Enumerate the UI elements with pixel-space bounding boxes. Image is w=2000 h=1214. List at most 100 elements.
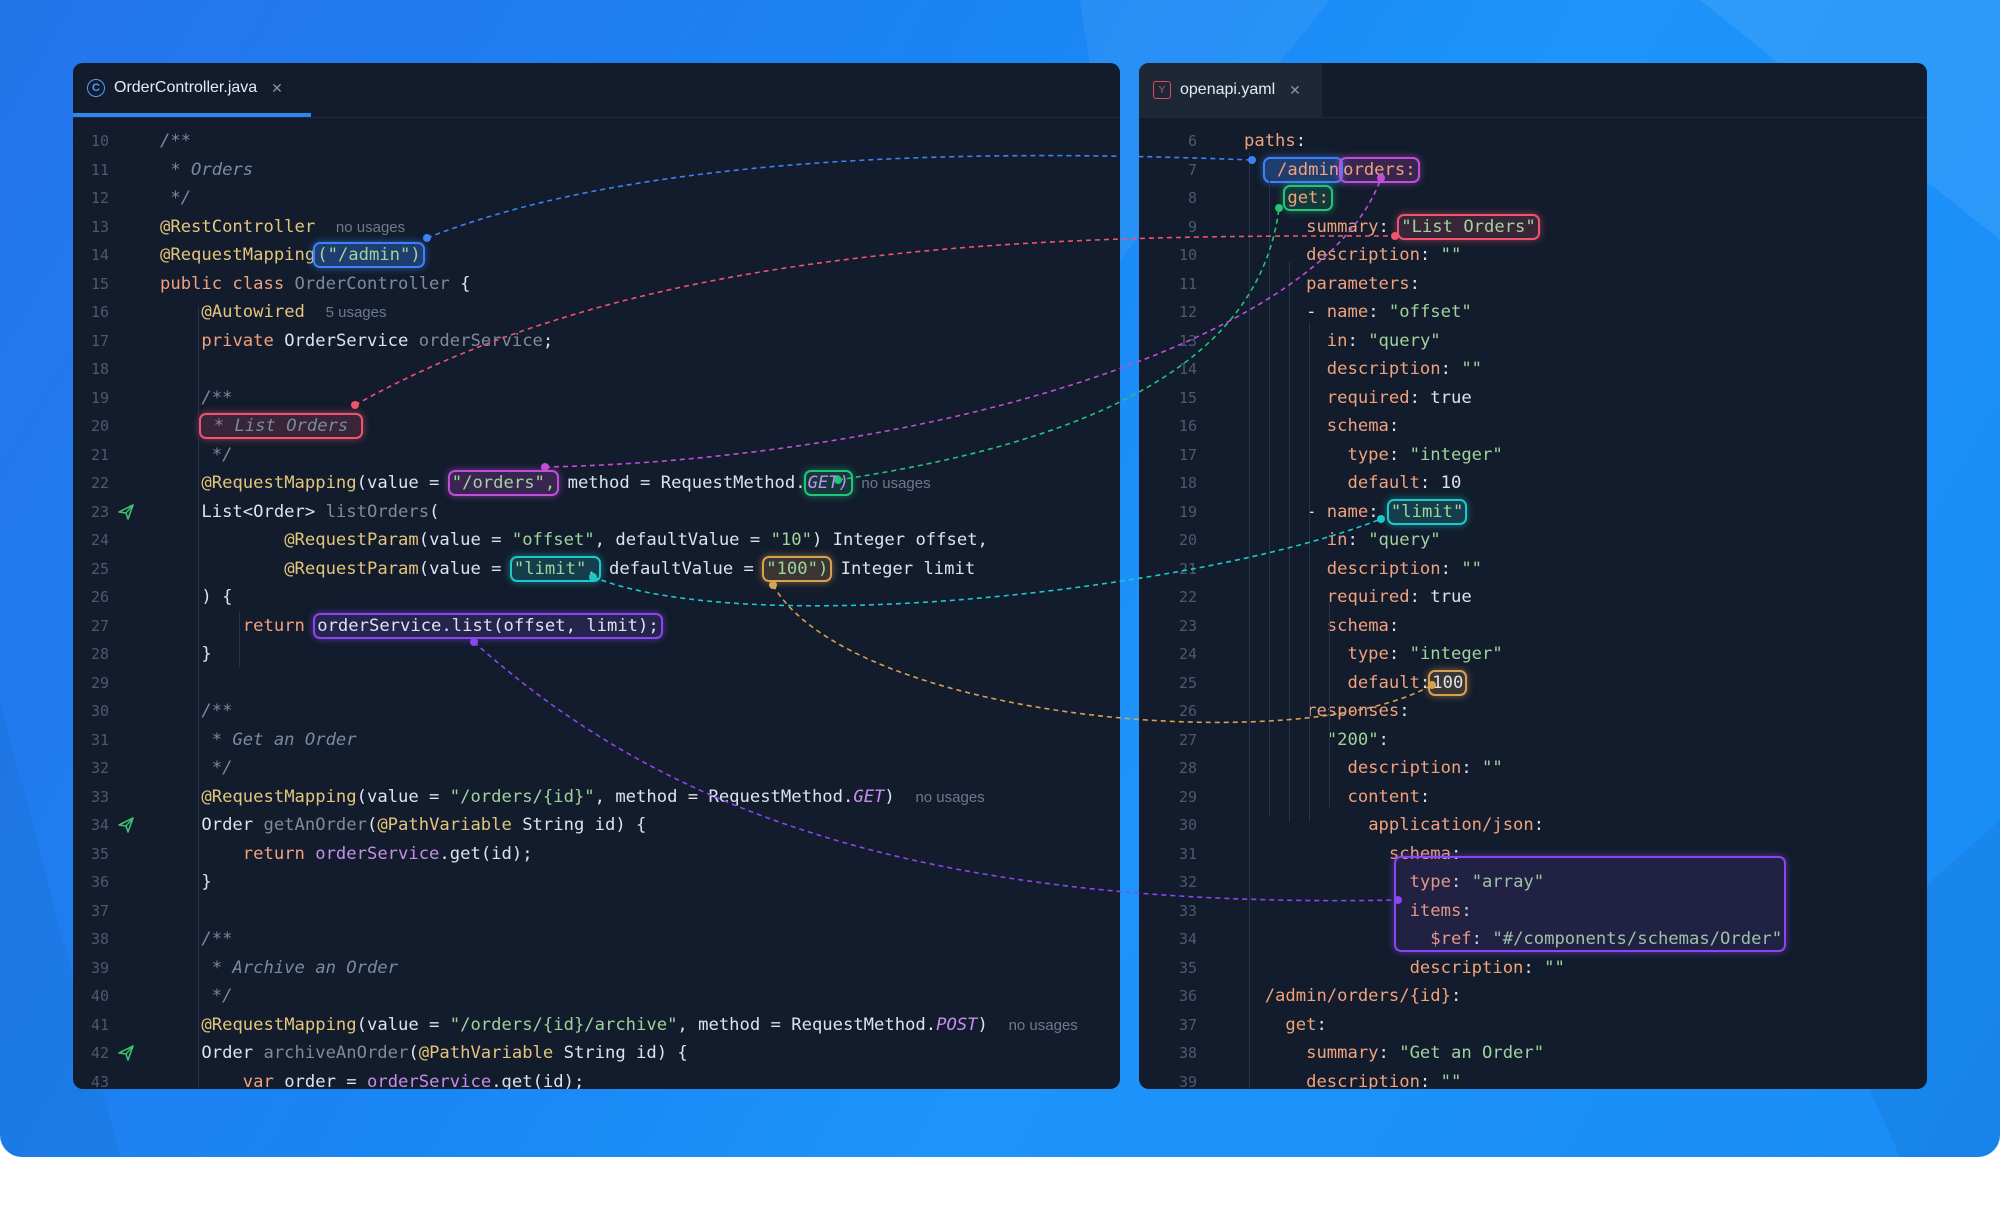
code-line[interactable]: 28 } xyxy=(73,640,1120,668)
indent-guide xyxy=(1269,177,1270,817)
code-line[interactable]: 16 schema: xyxy=(1139,412,1927,440)
tab-order-controller[interactable]: C OrderController.java ✕ xyxy=(73,63,311,117)
code-token: : xyxy=(1347,530,1369,550)
code-text: summary: "List Orders" xyxy=(1244,213,1540,241)
code-line[interactable]: 8 get: xyxy=(1139,184,1927,212)
code-token: ) Integer offset, xyxy=(811,530,988,550)
code-line[interactable]: 18 xyxy=(73,355,1120,383)
code-token: ; xyxy=(542,330,554,351)
code-line[interactable]: 14@RequestMapping("/admin") xyxy=(73,241,1120,269)
code-token xyxy=(1244,274,1306,294)
code-line[interactable]: 9 summary: "List Orders" xyxy=(1139,213,1927,241)
code-line[interactable]: 34 $ref: "#/components/schemas/Order" xyxy=(1139,925,1927,953)
code-line[interactable]: 13 in: "query" xyxy=(1139,327,1927,355)
code-line[interactable]: 25 @RequestParam(value = "limit", defaul… xyxy=(73,555,1120,583)
code-line[interactable]: 24 type: "integer" xyxy=(1139,640,1927,668)
code-line[interactable]: 12 */ xyxy=(73,184,1120,212)
code-token xyxy=(1244,188,1285,208)
send-icon[interactable] xyxy=(116,815,136,835)
code-line[interactable]: 10/** xyxy=(73,127,1120,155)
code-line[interactable]: 21 description: "" xyxy=(1139,555,1927,583)
code-line[interactable]: 26 responses: xyxy=(1139,697,1927,725)
code-line[interactable]: 30 application/json: xyxy=(1139,811,1927,839)
code-token xyxy=(160,530,284,550)
code-line[interactable]: 18 default: 10 xyxy=(1139,469,1927,497)
code-line[interactable]: 38 /** xyxy=(73,925,1120,953)
code-line[interactable]: 16 @Autowired 5 usages xyxy=(73,298,1120,326)
code-line[interactable]: 28 description: "" xyxy=(1139,754,1927,782)
code-line[interactable]: 35 return orderService.get(id); xyxy=(73,840,1120,868)
code-line[interactable]: 23 List<Order> listOrders( xyxy=(73,498,1120,526)
code-line[interactable]: 29 xyxy=(73,669,1120,697)
code-token: * Get an Order xyxy=(160,729,357,750)
code-line[interactable]: 11 parameters: xyxy=(1139,270,1927,298)
code-token: no usages xyxy=(861,475,931,492)
code-line[interactable]: 19 /** xyxy=(73,384,1120,412)
send-icon[interactable] xyxy=(116,1043,136,1063)
code-token: : xyxy=(1388,615,1400,636)
code-line[interactable]: 37 get: xyxy=(1139,1011,1927,1039)
code-line[interactable]: 21 */ xyxy=(73,441,1120,469)
code-line[interactable]: 27 "200": xyxy=(1139,726,1927,754)
code-line[interactable]: 35 description: "" xyxy=(1139,954,1927,982)
code-line[interactable]: 43 var order = orderService.get(id); xyxy=(73,1068,1120,1090)
code-line[interactable]: 39 * Archive an Order xyxy=(73,954,1120,982)
code-line[interactable]: 17 private OrderService orderService; xyxy=(73,327,1120,355)
code-line[interactable]: 11 * Orders xyxy=(73,156,1120,184)
code-token xyxy=(1244,644,1347,664)
code-line[interactable]: 27 return orderService.list(offset, limi… xyxy=(73,612,1120,640)
code-line[interactable]: 40 */ xyxy=(73,982,1120,1010)
code-token: (value = xyxy=(418,558,512,579)
close-icon[interactable]: ✕ xyxy=(271,79,283,96)
code-line[interactable]: 26 ) { xyxy=(73,583,1120,611)
code-line[interactable]: 37 xyxy=(73,897,1120,925)
code-line[interactable]: 36 } xyxy=(73,868,1120,896)
code-line[interactable]: 31 * Get an Order xyxy=(73,726,1120,754)
code-line[interactable]: 36 /admin/orders/{id}: xyxy=(1139,982,1927,1010)
code-line[interactable]: 22 required: true xyxy=(1139,583,1927,611)
code-text: /admin/orders/{id}: xyxy=(1244,982,1462,1010)
send-icon[interactable] xyxy=(116,502,136,522)
code-line[interactable]: 41 @RequestMapping(value = "/orders/{id}… xyxy=(73,1011,1120,1039)
code-line[interactable]: 19 - name: "limit" xyxy=(1139,498,1927,526)
code-token: : xyxy=(1368,302,1389,322)
code-line[interactable]: 34 Order getAnOrder(@PathVariable String… xyxy=(73,811,1120,839)
code-line[interactable]: 39 description: "" xyxy=(1139,1068,1927,1090)
close-icon[interactable]: ✕ xyxy=(1289,81,1301,98)
code-token: : xyxy=(1419,786,1431,807)
code-line[interactable]: 14 description: "" xyxy=(1139,355,1927,383)
line-number: 30 xyxy=(1178,816,1197,834)
code-token xyxy=(1244,416,1327,436)
code-line[interactable]: 32 */ xyxy=(73,754,1120,782)
code-line[interactable]: 38 summary: "Get an Order" xyxy=(1139,1039,1927,1067)
mapped-token-cyan: "limit", xyxy=(509,555,601,582)
tab-openapi-yaml[interactable]: Y openapi.yaml ✕ xyxy=(1139,63,1322,117)
code-line[interactable]: 20 * List Orders xyxy=(73,412,1120,440)
code-line[interactable]: 15 required: true xyxy=(1139,384,1927,412)
code-line[interactable]: 22 @RequestMapping(value = "/orders", me… xyxy=(73,469,1120,497)
code-line[interactable]: 24 @RequestParam(value = "offset", defau… xyxy=(73,526,1120,554)
code-line[interactable]: 33 @RequestMapping(value = "/orders/{id}… xyxy=(73,783,1120,811)
code-line[interactable]: 20 in: "query" xyxy=(1139,526,1927,554)
code-line[interactable]: 10 description: "" xyxy=(1139,241,1927,269)
code-line[interactable]: 13@RestController no usages xyxy=(73,213,1120,241)
code-line[interactable]: 29 content: xyxy=(1139,783,1927,811)
code-line[interactable]: 12 - name: "offset" xyxy=(1139,298,1927,326)
code-token xyxy=(1244,701,1306,721)
code-line[interactable]: 42 Order archiveAnOrder(@PathVariable St… xyxy=(73,1039,1120,1067)
code-text: default:100 xyxy=(1244,669,1468,697)
code-line[interactable]: 17 type: "integer" xyxy=(1139,441,1927,469)
mapped-token-green: GET) xyxy=(803,470,854,496)
code-line[interactable]: 33 items: xyxy=(1139,897,1927,925)
editor-tab-bar: Y openapi.yaml ✕ xyxy=(1139,63,1927,118)
code-line[interactable]: 25 default:100 xyxy=(1139,669,1927,697)
code-text: */ xyxy=(160,982,233,1010)
code-line[interactable]: 23 schema: xyxy=(1139,612,1927,640)
code-text: "200": xyxy=(1244,726,1389,754)
code-token xyxy=(160,616,243,636)
code-line[interactable]: 30 /** xyxy=(73,697,1120,725)
